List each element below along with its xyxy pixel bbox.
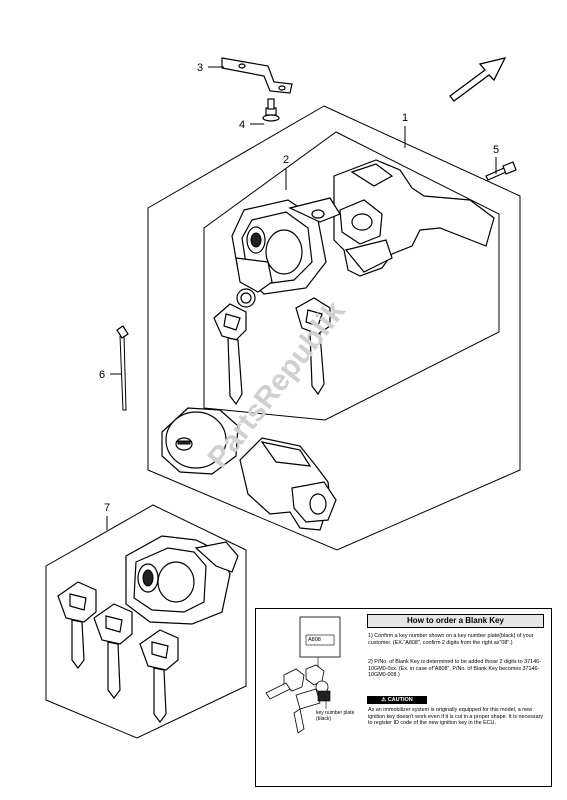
callout-7: 7 [104, 502, 110, 514]
leader-lines [106, 66, 497, 530]
key-number-plate-label: key number plate (black) [316, 710, 355, 722]
key-plate-illustration [265, 616, 341, 734]
callout-1: 1 [402, 112, 408, 124]
bolt-part-4 [262, 98, 280, 122]
info-step-2: 2) P/No. of Blank Key is determined to b… [368, 659, 541, 679]
ignition-switch-assembly [231, 159, 495, 308]
kit-7-key-2 [93, 603, 133, 699]
key-right-assembly-2 [295, 297, 331, 396]
callout-3: 3 [197, 62, 203, 74]
direction-arrow [449, 57, 507, 102]
key-number-plate-code: A808 [308, 637, 321, 643]
kit-outline-1 [147, 105, 521, 551]
kit-outline-2 [203, 131, 500, 421]
kit-7-key-3 [139, 629, 179, 723]
screw-part-5 [485, 161, 517, 181]
caution-badge: ⚠ CAUTION [367, 696, 427, 704]
kit-7-key-cylinder [125, 535, 239, 625]
seat-lock-cylinder [161, 407, 239, 475]
kit-7-key-1 [57, 581, 97, 669]
callout-6: 6 [99, 369, 105, 381]
info-warning-text: As an immobilizer system is originally e… [368, 707, 544, 727]
callout-4: 4 [239, 119, 245, 131]
helmet-lock [239, 437, 337, 531]
blank-key-info-box: A808 key number plate (black) How to ord… [255, 608, 552, 787]
kit-outline-7 [45, 504, 247, 739]
cable-tie-part-6 [116, 325, 129, 411]
key-left-assembly-2 [213, 303, 247, 406]
callout-2: 2 [283, 154, 289, 166]
info-title: How to order a Blank Key [367, 614, 544, 628]
callout-5: 5 [493, 144, 499, 156]
bracket-part-3 [221, 57, 293, 94]
info-step-1: 1) Confirm a key number shown on a key n… [368, 633, 534, 646]
